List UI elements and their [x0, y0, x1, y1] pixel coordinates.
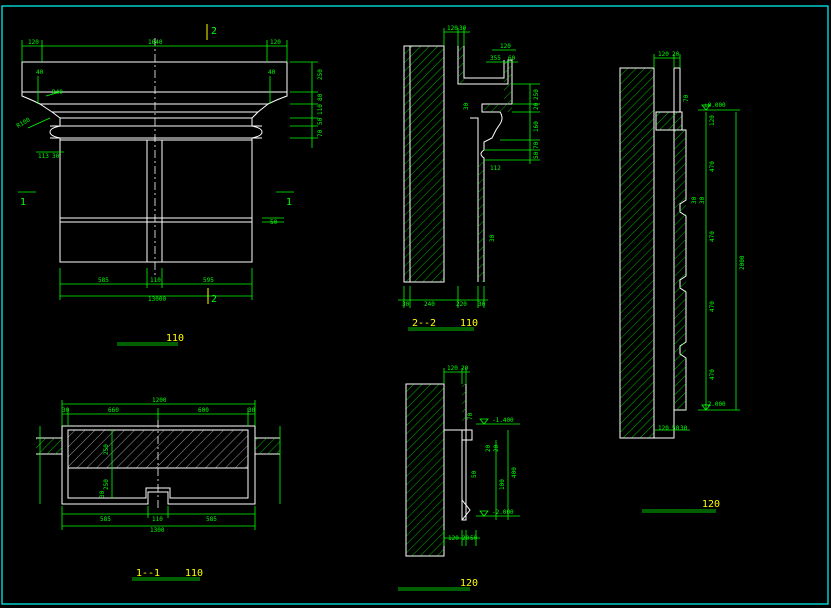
detail-tall-elev-bottom: -2.000	[704, 401, 726, 408]
elev-dim-right-5: 70	[317, 129, 324, 137]
elevation-view: 120 1640 120 2 40 40 R40 R100 113 30 250…	[16, 24, 324, 346]
elev-dim-right-4: 50	[317, 117, 324, 125]
detail-tall-dim-bottom-2: 50	[672, 425, 680, 432]
detail-small-dim-small-2: 20	[493, 444, 500, 452]
detail-tall-dim-small-2: 30	[699, 196, 706, 204]
small-detail-view: 120 20 70 50 -1.400 -2.000 100 400 20 20…	[398, 365, 520, 591]
elev-section-mark-left: 1	[20, 197, 26, 208]
elev-dim-right-1: 250	[317, 69, 324, 80]
detail-tall-dim-total: 2000	[739, 255, 746, 270]
plan-dim-inner-2: 250	[103, 479, 110, 490]
sec22-dim-bottom-3: 220	[456, 301, 467, 308]
sec22-dim-bottom-2: 240	[424, 301, 435, 308]
elev-dim-bottom-3: 595	[203, 277, 214, 284]
plan-view: 30 1200 660 600 30 250 250 30 585 110 58…	[36, 397, 281, 581]
detail-small-elev-top: -1.400	[492, 417, 514, 424]
detail-tall-elev-top: ±0.000	[704, 102, 726, 109]
detail-small-dim-small-1: 20	[485, 444, 492, 452]
sec22-dim-right-5: 50	[533, 151, 540, 159]
sec22-dim-shelf-1: 355	[490, 55, 501, 62]
plan-dim-top-3: 660	[108, 407, 119, 414]
detail-small-dim-side2: 50	[471, 470, 478, 478]
plan-dim-bottom-2: 110	[152, 516, 163, 523]
detail-small-dim-top-2: 20	[461, 365, 469, 372]
detail-small-dim-bottom-1: 120	[448, 535, 459, 542]
sec22-dim-right-2: 20	[533, 102, 540, 110]
elev-dim-left-3: 113	[38, 153, 49, 160]
elev-dim-right-2: 80	[317, 93, 324, 101]
detail-tall-dim-small-1: 30	[691, 196, 698, 204]
sec22-dim-top-2: 30	[459, 25, 467, 32]
elev-dim-top-center: 1640	[148, 39, 163, 46]
plan-dim-bottom-3: 585	[206, 516, 217, 523]
elev-dim-bottom-2: 110	[150, 277, 161, 284]
plan-dim-top-1: 30	[62, 407, 70, 414]
plan-dim-top-4: 600	[198, 407, 209, 414]
elev-scale-label: 110	[166, 333, 184, 344]
detail-small-dim-bottom-3: 50	[470, 535, 478, 542]
sec22-dim-top2: 120	[500, 43, 511, 50]
sec22-dim-mid: 30	[463, 102, 470, 110]
detail-small-dim-right-1: 100	[499, 479, 506, 490]
plan-dim-inner-3: 30	[99, 490, 106, 498]
elev-dim-left-1: 40	[36, 69, 44, 76]
sec22-dim-bottom-1: 30	[402, 301, 410, 308]
sec22-dim-right-3: 160	[533, 121, 540, 132]
plan-dim-top-5: 30	[248, 407, 256, 414]
detail-small-dim-bottom-2: 20	[462, 535, 470, 542]
elev-dim-left-4: 30	[52, 153, 60, 160]
elev-dim-top-left: 120	[28, 39, 39, 46]
detail-tall-dim-step-2: 470	[709, 161, 716, 172]
detail-tall-dim-step-1: 120	[709, 115, 716, 126]
detail-small-dim-right-2: 400	[511, 467, 518, 478]
detail-small-dim-top-1: 120	[447, 365, 458, 372]
plan-scale-label: 110	[185, 568, 203, 579]
sec22-dim-side: 30	[489, 234, 496, 242]
drawing-frame	[1, 5, 829, 605]
elev-section-mark-top: 2	[211, 26, 217, 37]
sec22-dim-shelf-2: 60	[508, 55, 516, 62]
plan-title: 1--1	[136, 568, 160, 579]
detail-tall-dim-bottom-3: 30	[680, 425, 688, 432]
sec22-dim-top-1: 120	[447, 25, 458, 32]
plan-dim-top-2: 1200	[152, 397, 167, 404]
detail-tall-dim-top-2: 20	[672, 51, 680, 58]
detail-small-dim-side1: 70	[467, 412, 474, 420]
detail-small-elev-bottom: -2.000	[492, 509, 514, 516]
elev-section-mark-bottom: 2	[211, 294, 217, 305]
section-2-2-view: 120 30 120 355 60 250 20 160 70 50 30 11…	[398, 25, 540, 331]
sec22-dim-right-4: 70	[533, 141, 540, 149]
sec22-title: 2--2	[412, 318, 436, 329]
detail-tall-dim-top-1: 120	[658, 51, 669, 58]
detail-tall-dim-bottom-1: 120	[658, 425, 669, 432]
detail-small-scale-label: 120	[460, 578, 478, 589]
sec22-dim-right-1: 250	[533, 89, 540, 100]
tall-detail-view: 120 20 70 ±0.000 -2.000 120 470 470 470 …	[619, 51, 746, 513]
sec22-dim-bottom-4: 30	[478, 301, 486, 308]
elev-dim-bottom-1: 585	[98, 277, 109, 284]
elev-dim-top-right: 120	[270, 39, 281, 46]
sec22-scale-label: 110	[460, 318, 478, 329]
elev-section-mark-right: 1	[286, 197, 292, 208]
elev-dim-mid-right: 50	[270, 219, 278, 226]
elev-dim-left-2: 40	[268, 69, 276, 76]
detail-tall-dim-step-4: 470	[709, 301, 716, 312]
plan-dim-total: 1300	[150, 527, 165, 534]
elev-dim-total: 13000	[148, 296, 166, 303]
plan-dim-bottom-1: 585	[100, 516, 111, 523]
detail-tall-dim-step-5: 470	[709, 369, 716, 380]
detail-tall-dim-step-3: 470	[709, 231, 716, 242]
detail-tall-dim-top-side: 70	[683, 94, 690, 102]
detail-tall-scale-label: 120	[702, 499, 720, 510]
elev-dim-right-3: 110	[317, 104, 324, 115]
plan-dim-inner-1: 250	[103, 444, 110, 455]
sec22-dim-mid2: 112	[490, 165, 501, 172]
